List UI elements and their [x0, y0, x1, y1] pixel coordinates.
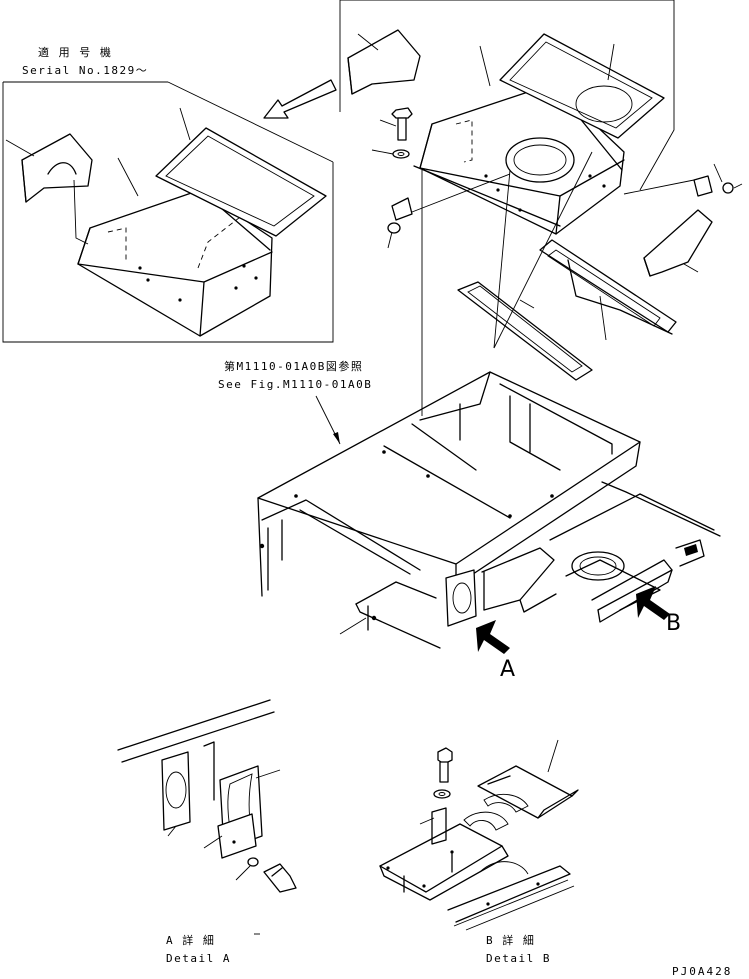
drawing-code: PJ0A428: [672, 965, 732, 978]
marker-a: A: [500, 657, 515, 682]
detail-a-label-jp: A 詳 細: [166, 933, 215, 947]
inset-label-jp: 適 用 号 機: [38, 45, 112, 59]
reference-label-en: See Fig.M1110-01A0B: [218, 378, 372, 391]
right-duct: [643, 209, 713, 277]
inset-frame: [2, 81, 334, 343]
duct-gasket: [445, 547, 557, 627]
duct-piece: [347, 29, 421, 95]
inset-arrow: [263, 79, 337, 119]
detail-b-label-jp: B 詳 細: [486, 933, 535, 947]
detail-b-drawing: [379, 739, 579, 931]
bolt: [379, 107, 413, 141]
cap-screw: [387, 222, 401, 249]
detail-a-drawing: [117, 699, 297, 935]
frame-bracket: [339, 0, 675, 416]
reference-arrowhead: [333, 432, 340, 444]
side-panel-long: [539, 239, 677, 341]
inset-top-panel: [155, 107, 327, 237]
detail-a-label-en: Detail A: [166, 952, 231, 965]
main-frame: [257, 371, 641, 649]
plate: [391, 173, 511, 221]
arrow-a: [476, 620, 510, 654]
floor-plate-right: [549, 481, 721, 623]
washer: [371, 149, 410, 159]
marker-b: B: [666, 611, 681, 636]
reference-label-jp: 第M1110-01A0B図参照: [224, 359, 363, 373]
inset-duct: [5, 133, 93, 245]
arrow-b: [636, 586, 670, 620]
side-panel-mid: [457, 151, 593, 381]
detail-b-label-en: Detail B: [486, 952, 551, 965]
inset-label-en: Serial No.1829～: [22, 64, 148, 77]
right-plate: [623, 163, 743, 197]
main-top-panel: [499, 33, 665, 139]
